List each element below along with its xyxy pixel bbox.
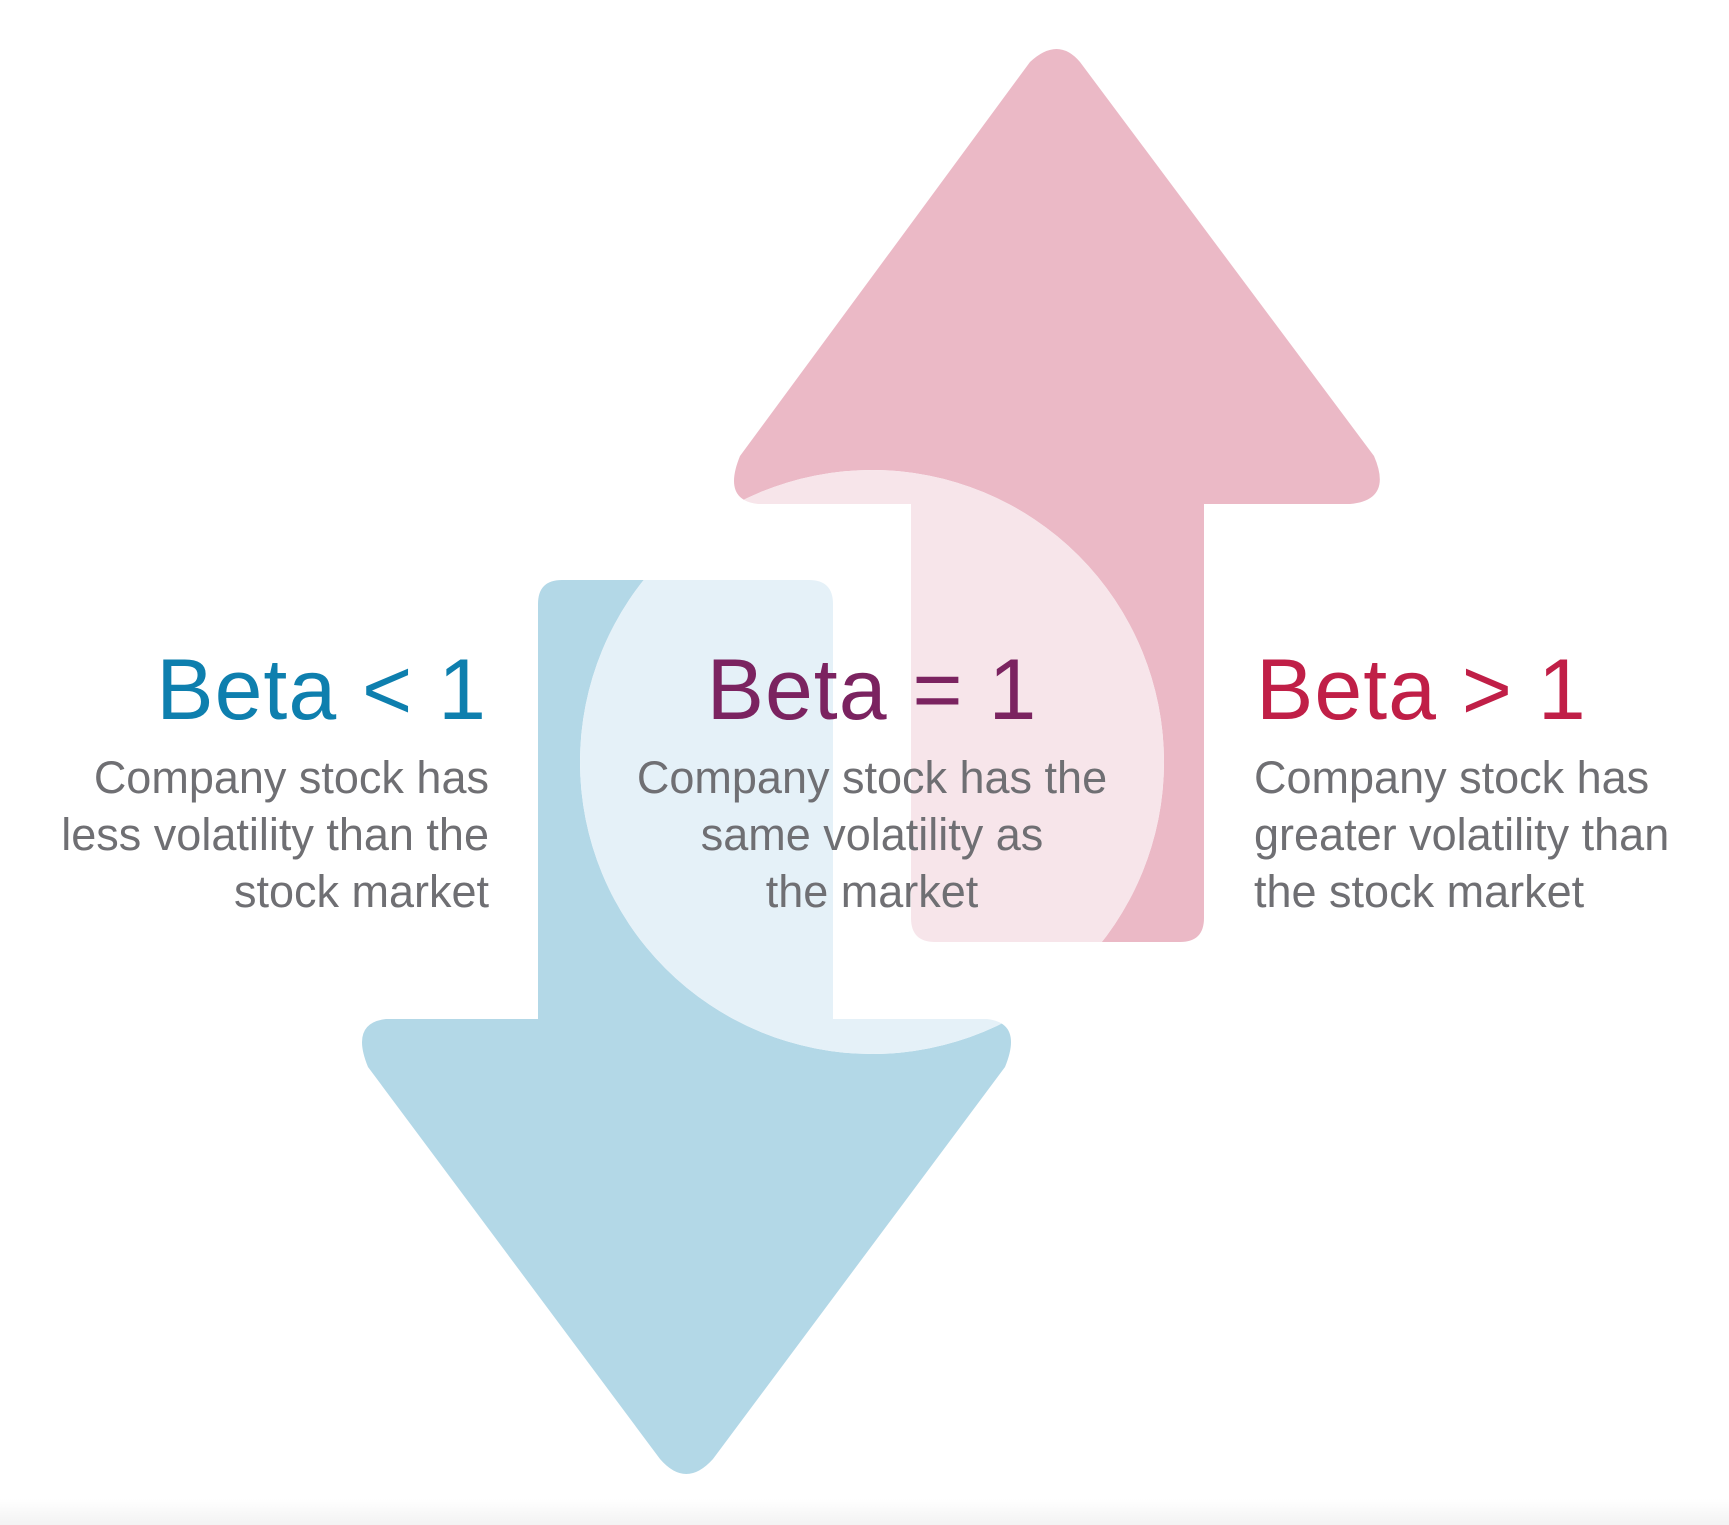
beta-equal-title: Beta = 1 xyxy=(706,642,1038,738)
beta-equal-description-line: the market xyxy=(765,866,979,917)
beta-greater-title: Beta > 1 xyxy=(1256,642,1587,738)
beta-less-description-line: Company stock has xyxy=(93,752,489,803)
beta-less-description-line: stock market xyxy=(233,866,489,917)
bottom-shadow-band xyxy=(0,1499,1729,1525)
beta-equal-description-line: same volatility as xyxy=(700,809,1044,860)
beta-greater-description-line: the stock market xyxy=(1254,866,1585,917)
beta-less-description-line: less volatility than the xyxy=(61,809,489,860)
beta-greater-description-line: greater volatility than xyxy=(1254,809,1670,860)
beta-less-title: Beta < 1 xyxy=(156,642,487,738)
up-arrow-icon xyxy=(734,49,1380,942)
beta-greater-description: Company stock has greater volatility tha… xyxy=(1254,749,1669,920)
down-arrow-icon xyxy=(362,580,1011,1474)
beta-equal-description-line: Company stock has the xyxy=(636,752,1108,803)
beta-less-description: Company stock has less volatility than t… xyxy=(61,749,489,920)
beta-greater-description-line: Company stock has xyxy=(1254,752,1650,803)
beta-equal-description: Company stock has the same volatility as… xyxy=(637,749,1107,920)
